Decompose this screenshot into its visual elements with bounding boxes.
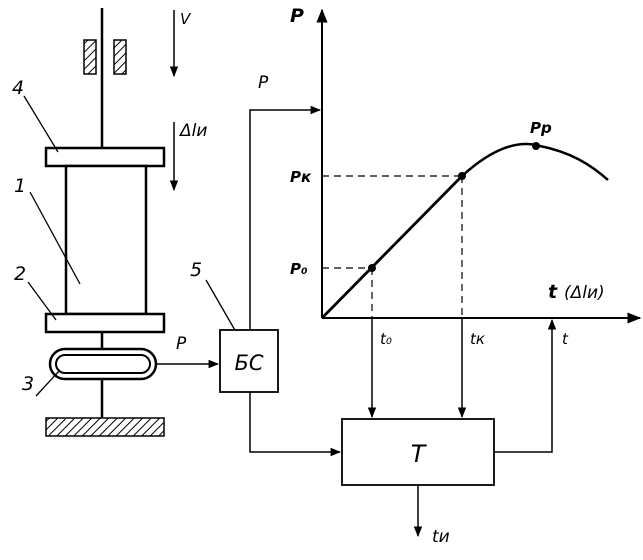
guide-block-right xyxy=(114,40,126,74)
bottom-plate xyxy=(46,314,164,332)
timer-label: T xyxy=(411,440,428,468)
x-axis-label-t: t xyxy=(548,281,558,303)
y-axis-label: P xyxy=(290,5,304,27)
v-label: V xyxy=(180,10,192,28)
leader-5 xyxy=(206,280,236,332)
t0-label: t₀ xyxy=(380,330,392,348)
leader-3 xyxy=(36,370,60,396)
x-axis-label-dl: (Δlи) xyxy=(564,283,605,303)
p-signal-label: P xyxy=(176,334,187,354)
delta-l-label: Δlи xyxy=(178,121,207,141)
t-label: t xyxy=(562,330,569,348)
guide-block-left xyxy=(84,40,96,74)
label-3: 3 xyxy=(22,373,34,395)
tk-label: tк xyxy=(470,330,485,348)
label-2: 2 xyxy=(14,263,26,285)
label-4: 4 xyxy=(12,77,24,99)
bs-to-graph-line xyxy=(250,110,320,330)
label-5: 5 xyxy=(190,259,202,281)
leader-2 xyxy=(28,282,56,320)
point-pp xyxy=(532,142,540,150)
base-support xyxy=(46,418,164,436)
bs-to-t-line xyxy=(250,392,340,452)
bs-label: БС xyxy=(234,351,263,375)
top-plate xyxy=(46,148,164,166)
leader-4 xyxy=(24,96,58,152)
load-curve-linear xyxy=(322,176,462,318)
p0-label: P₀ xyxy=(290,260,308,278)
p-feed-label: P xyxy=(258,73,269,93)
timer-to-t-line xyxy=(494,320,552,452)
pk-label: Pк xyxy=(290,168,312,186)
label-1: 1 xyxy=(14,175,26,197)
force-sensor-inner xyxy=(56,355,150,373)
pp-label: Pp xyxy=(530,119,552,137)
specimen xyxy=(66,166,146,314)
timer-output-label: tи xyxy=(432,527,450,547)
